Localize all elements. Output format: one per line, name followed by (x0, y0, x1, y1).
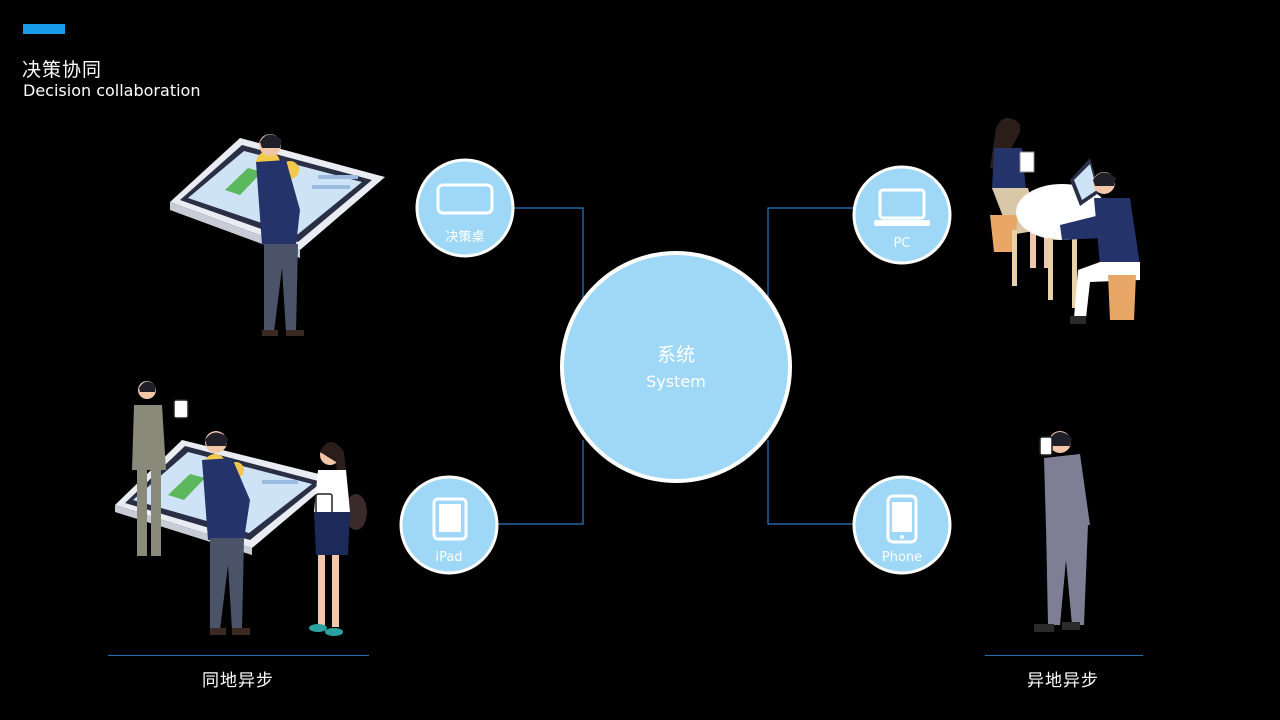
caption-remote: 异地异步 (1027, 671, 1099, 691)
system-label-cn: 系统 (657, 344, 695, 366)
connector-pc (767, 207, 855, 302)
pc-node: PC (852, 165, 952, 265)
right-divider (985, 655, 1143, 656)
page-title: 决策协同 (22, 59, 103, 81)
caption-same-place: 同地异步 (202, 671, 274, 691)
meeting-illustration (990, 117, 1140, 324)
connector-decision-table (514, 207, 584, 302)
laptop-icon (874, 188, 930, 226)
tablet-landscape-icon (436, 183, 494, 215)
ipad-label: iPad (435, 550, 462, 565)
connector-lines (498, 207, 855, 525)
decision-table-node: 决策桌 (415, 158, 515, 258)
system-label-en: System (646, 372, 706, 391)
decision-table-label: 决策桌 (445, 229, 484, 245)
system-node: 系统 System (560, 251, 792, 483)
phone-icon (886, 494, 918, 544)
tablet-icon (432, 497, 468, 541)
pc-label: PC (894, 236, 911, 251)
left-divider (108, 655, 369, 656)
connector-phone (767, 440, 855, 525)
decision-table-illustration (170, 134, 385, 336)
phone-node: Phone (852, 475, 952, 575)
page-subtitle: Decision collaboration (23, 81, 201, 100)
phone-label: Phone (882, 550, 922, 565)
ipad-node: iPad (399, 475, 499, 575)
accent-bar (23, 24, 65, 34)
phone-user-illustration (1034, 431, 1090, 632)
connector-ipad (498, 440, 584, 525)
group-illustration (115, 381, 367, 636)
